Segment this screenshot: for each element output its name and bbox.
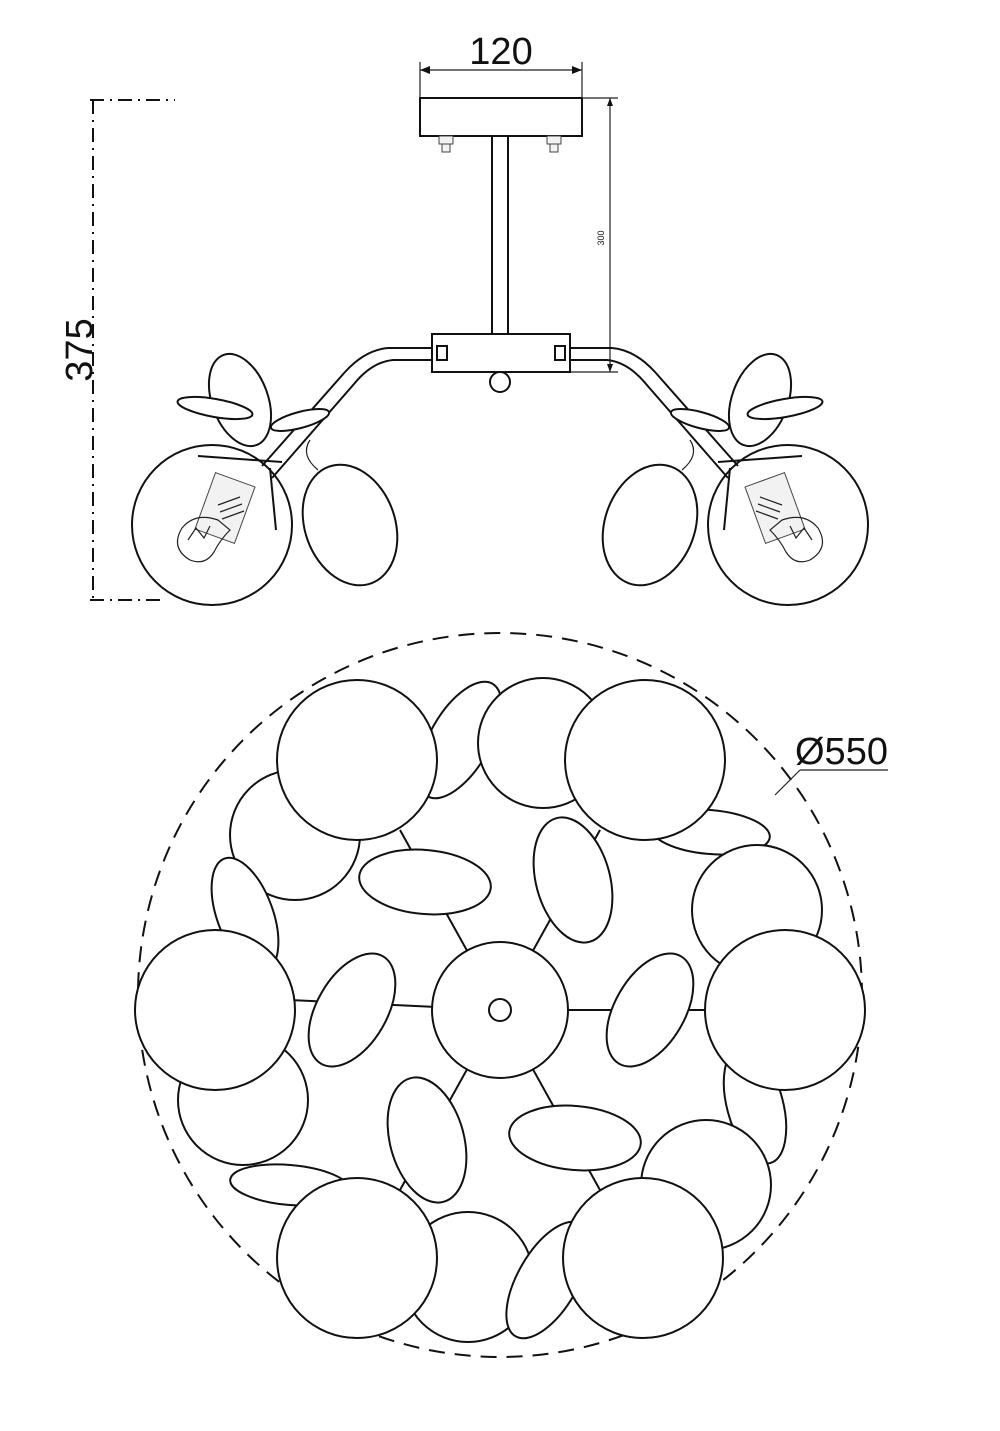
side-view: 120 300 375 [59,31,869,606]
left-bulb-icon [176,496,245,563]
rod-length-label: 300 [596,230,606,245]
central-hub [431,333,571,373]
side-leaves-right [601,352,824,587]
total-height-label: 375 [59,318,101,381]
ceiling-canopy [419,97,583,137]
total-height-dimension: 375 [59,99,175,601]
top-view: Ø550 [134,632,888,1358]
suspension-rod [491,135,509,335]
canopy-width-dimension: 120 [419,31,583,98]
rod-length-dimension: 300 [570,97,618,373]
canopy-width-label: 120 [469,31,532,73]
inner-leaves [307,816,695,1204]
top-hub [431,941,569,1079]
back-discs [177,677,823,1343]
diameter-label: Ø550 [795,731,888,773]
left-glass-globe [131,444,293,606]
front-discs [134,679,866,1339]
arms [261,347,739,479]
right-glass-globe [707,444,869,606]
canopy-screws [438,135,562,153]
side-leaves-left [176,352,399,587]
diameter-dimension: Ø550 [774,731,888,796]
right-bulb-icon [755,496,824,563]
